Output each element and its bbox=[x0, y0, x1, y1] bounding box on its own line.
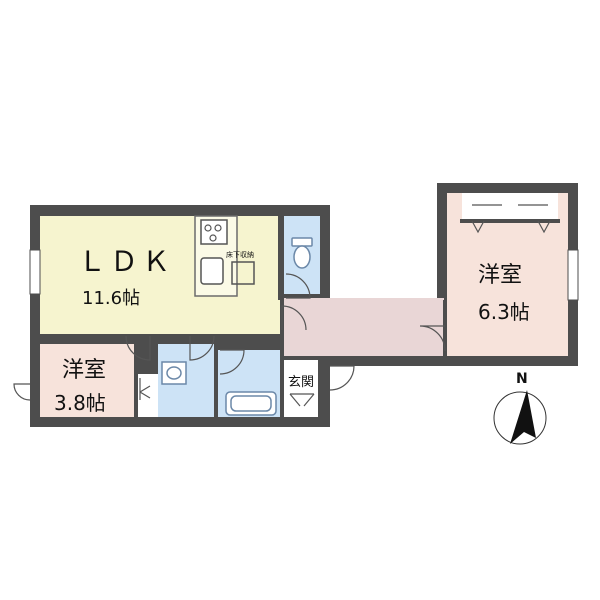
door-storage bbox=[139, 378, 151, 400]
windows bbox=[29, 249, 579, 301]
entrance-label: 玄関 bbox=[288, 375, 314, 390]
window-western1-right bbox=[567, 249, 579, 301]
closet-floor bbox=[462, 193, 558, 221]
bathtub-icon bbox=[225, 391, 277, 416]
door-washroom bbox=[189, 335, 215, 361]
western-room-2-area: 3.8帖 bbox=[54, 391, 106, 415]
underfloor-storage-icon bbox=[231, 261, 255, 285]
hallway-floor bbox=[284, 298, 444, 356]
underfloor-storage-label: 床下収納 bbox=[226, 250, 254, 259]
closet-doors bbox=[471, 204, 551, 234]
door-western2-ext bbox=[13, 383, 31, 401]
north-compass: N bbox=[493, 371, 547, 445]
ldk-area: 11.6帖 bbox=[82, 288, 140, 309]
door-western1 bbox=[419, 325, 446, 352]
kitchen-counter bbox=[194, 215, 255, 297]
compass-label: N bbox=[516, 371, 528, 387]
western-room-2-name: 洋室 bbox=[62, 358, 106, 383]
door-western2 bbox=[125, 335, 151, 361]
stove-icon bbox=[200, 219, 228, 245]
western-room-1-area: 6.3帖 bbox=[478, 300, 530, 324]
compass-arrow-icon bbox=[510, 390, 536, 444]
ldk-floor bbox=[40, 216, 280, 334]
western-room-1-name: 洋室 bbox=[478, 263, 522, 288]
ldk-name: ＬＤＫ bbox=[78, 245, 174, 278]
sink-icon bbox=[200, 257, 224, 285]
western-room-2-floor bbox=[40, 344, 134, 417]
door-ldk bbox=[281, 305, 307, 331]
door-toilet bbox=[285, 273, 311, 299]
door-entrance bbox=[329, 365, 355, 391]
shoe-cabinet-icon bbox=[289, 393, 315, 407]
door-bathroom bbox=[219, 349, 245, 375]
window-ldk-left bbox=[29, 249, 41, 295]
entrance-floor bbox=[284, 360, 318, 417]
toilet-icon bbox=[291, 237, 313, 269]
washbasin-icon bbox=[161, 361, 187, 385]
storage-floor bbox=[136, 374, 158, 417]
doors bbox=[13, 273, 446, 401]
